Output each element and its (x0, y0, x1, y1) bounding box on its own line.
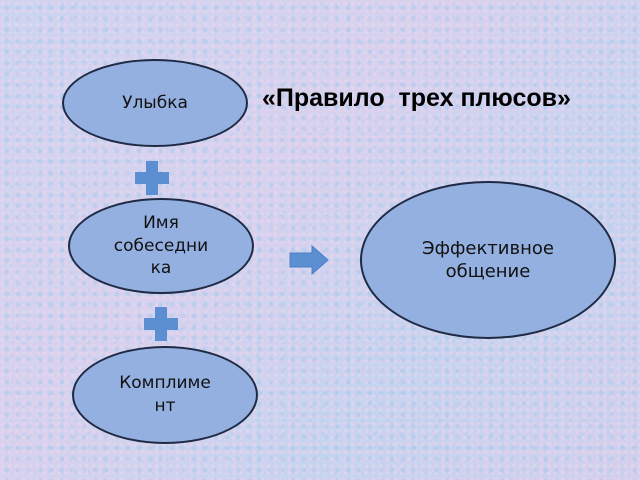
node-smile-label: Улыбка (122, 92, 188, 113)
node-compliment: Комплиме нт (72, 346, 258, 444)
node-effective-communication-label: Эффективное общение (422, 237, 554, 282)
node-effective-communication: Эффективное общение (360, 181, 616, 339)
node-interlocutor-name-label: Имя собеседни ка (113, 212, 209, 279)
diagram-title: «Правило трех плюсов» (262, 84, 571, 112)
arrow-right-icon (289, 244, 329, 276)
plus-icon (144, 307, 178, 341)
node-smile: Улыбка (62, 59, 248, 147)
plus-icon (135, 161, 169, 195)
node-compliment-label: Комплиме нт (119, 373, 211, 416)
node-interlocutor-name: Имя собеседни ка (68, 198, 254, 294)
